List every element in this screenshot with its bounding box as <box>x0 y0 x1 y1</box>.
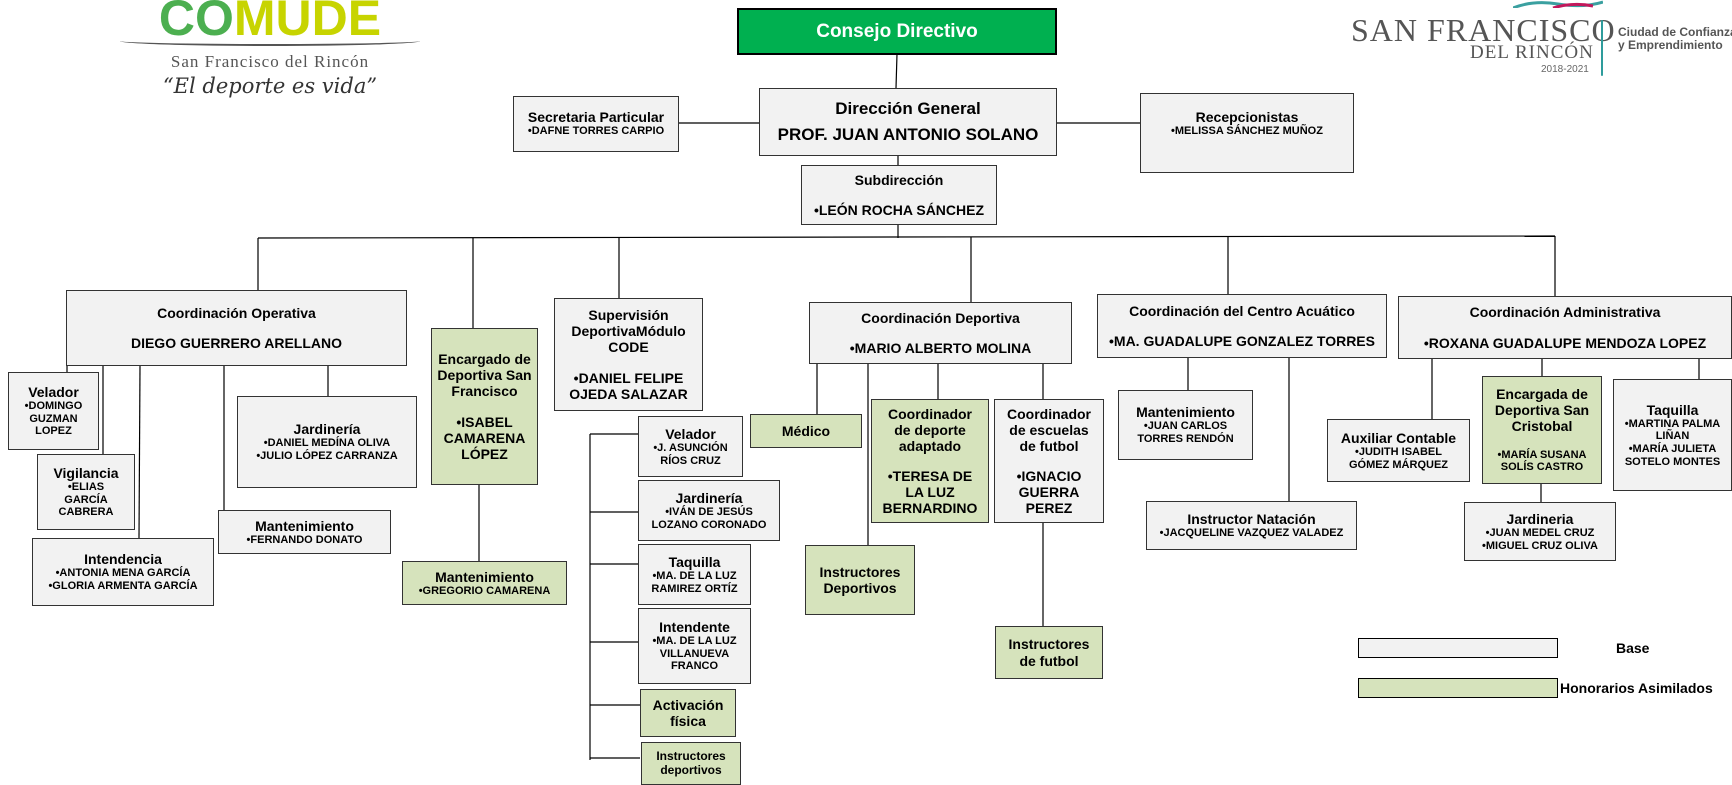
node-instructores-deportivos: Instructores Deportivos <box>805 545 915 615</box>
node-jardineria-administrativa: Jardineria •JUAN MEDEL CRUZ •MIGUEL CRUZ… <box>1464 502 1616 561</box>
node-activacion-fisica: Activación física <box>640 689 736 737</box>
node-coordinador-escuelas-futbol: Coordinador de escuelas de futbol •IGNAC… <box>994 399 1104 523</box>
node-taquilla-code: Taquilla •MA. DE LA LUZ RAMIREZ ORTÍZ <box>638 544 751 605</box>
node-medico: Médico <box>750 414 862 448</box>
node-recepcionistas: Recepcionistas •MELISSA SÁNCHEZ MUÑOZ <box>1140 93 1354 173</box>
node-mantenimiento-acuatico: Mantenimiento •JUAN CARLOS TORRES RENDÓN <box>1118 390 1253 460</box>
legend-swatch-base <box>1358 638 1558 658</box>
node-coordinacion-administrativa: Coordinación Administrativa •ROXANA GUAD… <box>1398 296 1732 359</box>
node-subdireccion: Subdirección •LEÓN ROCHA SÁNCHEZ <box>801 165 997 225</box>
node-coordinacion-deportiva: Coordinación Deportiva •MARIO ALBERTO MO… <box>809 302 1072 364</box>
node-secretaria-particular: Secretaria Particular •DAFNE TORRES CARP… <box>513 96 679 152</box>
node-auxiliar-contable: Auxiliar Contable •JUDITH ISABEL GÓMEZ M… <box>1327 419 1470 482</box>
municipio-years: 2018-2021 <box>1541 64 1589 75</box>
comude-wordmark: COMUDE <box>158 0 382 36</box>
legend-swatch-honorarios <box>1358 678 1558 698</box>
node-encargada-deportiva-san-cristobal: Encargada de Deportiva San Cristobal •MA… <box>1482 376 1602 484</box>
node-consejo-directivo: Consejo Directivo <box>737 8 1057 55</box>
node-instructores-deportivos-code: Instructores deportivos <box>641 742 741 785</box>
municipio-logo: SAN FRANCISCO DEL RINCÓN 2018-2021 Ciuda… <box>1345 0 1732 80</box>
comude-slogan: “El deporte es vida” <box>162 74 378 98</box>
node-coordinador-deporte-adaptado: Coordinador de deporte adaptado •TERESA … <box>871 399 989 523</box>
node-mantenimiento-operativa: Mantenimiento •FERNANDO DONATO <box>218 510 391 554</box>
node-velador-code: Velador •J. ASUNCIÓN RÍOS CRUZ <box>638 416 743 477</box>
node-jardineria-operativa: Jardinería •DANIEL MEDÍNA OLIVA •JULIO L… <box>237 396 417 488</box>
legend-label-base: Base <box>1616 640 1650 656</box>
node-taquilla-administrativa: Taquilla •MARTINA PALMA LIÑAN •MARÍA JUL… <box>1613 379 1732 491</box>
node-vigilancia: Vigilancia •ELIAS GARCÍA CABRERA <box>37 454 135 530</box>
node-instructores-futbol: Instructores de futbol <box>995 626 1103 679</box>
node-instructor-natacion: Instructor Natación •JACQUELINE VAZQUEZ … <box>1146 501 1357 550</box>
node-coordinacion-centro-acuatico: Coordinación del Centro Acuático •MA. GU… <box>1097 294 1387 358</box>
comude-logo: COMUDE San Francisco del Rincón “El depo… <box>110 0 430 100</box>
municipio-divider <box>1601 20 1603 76</box>
municipio-city-line1: SAN FRANCISCO <box>1351 12 1616 48</box>
node-coordinacion-operativa: Coordinación Operativa DIEGO GUERRERO AR… <box>66 290 407 366</box>
node-direccion-general: Dirección General PROF. JUAN ANTONIO SOL… <box>759 88 1057 156</box>
node-velador-operativa: Velador •DOMINGO GUZMAN LOPEZ <box>8 372 99 450</box>
legend-label-honorarios: Honorarios Asimilados <box>1560 680 1713 696</box>
node-mantenimiento-san-francisco: Mantenimiento •GREGORIO CAMARENA <box>402 561 567 605</box>
node-encargado-deportiva-san-francisco: Encargado de Deportiva San Francisco •IS… <box>431 328 538 485</box>
node-intendencia: Intendencia •ANTONIA MENA GARCÍA •GLORIA… <box>32 538 214 606</box>
comude-subtitle: San Francisco del Rincón <box>170 52 370 71</box>
comude-swoosh <box>120 36 420 46</box>
node-supervision-modulo-code: Supervisión DeportivaMódulo CODE •DANIEL… <box>554 298 703 411</box>
node-intendente-code: Intendente •MA. DE LA LUZ VILLANUEVA FRA… <box>638 608 751 684</box>
municipio-city-line2: DEL RINCÓN <box>1470 42 1594 63</box>
node-jardineria-code: Jardinería •IVÁN DE JESÚS LOZANO CORONAD… <box>638 480 780 541</box>
municipio-emblem-icon <box>1513 0 1603 8</box>
